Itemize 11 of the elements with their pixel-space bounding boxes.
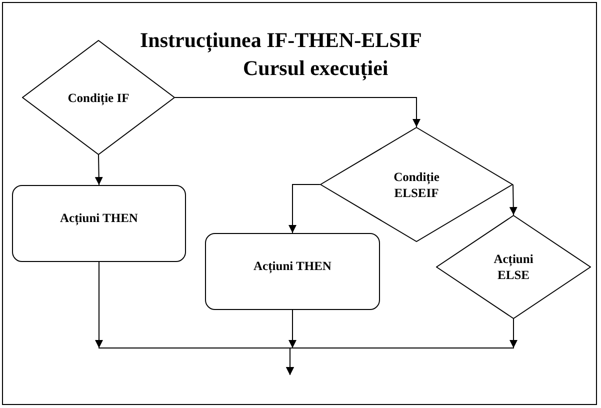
node-label: Condiție IF bbox=[68, 90, 130, 106]
process-box bbox=[12, 185, 186, 262]
node-label: Acțiuni ELSE bbox=[492, 251, 534, 283]
decision-diamond bbox=[320, 127, 513, 242]
node-label: Acțiuni THEN bbox=[254, 258, 332, 274]
node-label: Condiție ELSEIF bbox=[392, 168, 440, 200]
decision-diamond bbox=[436, 215, 591, 319]
diagram-subtitle: Cursul execuției bbox=[243, 58, 388, 79]
node-label: Acțiuni THEN bbox=[60, 210, 138, 226]
process-box bbox=[205, 233, 380, 310]
diagram-title: Instrucțiunea IF-THEN-ELSIF bbox=[140, 30, 422, 51]
